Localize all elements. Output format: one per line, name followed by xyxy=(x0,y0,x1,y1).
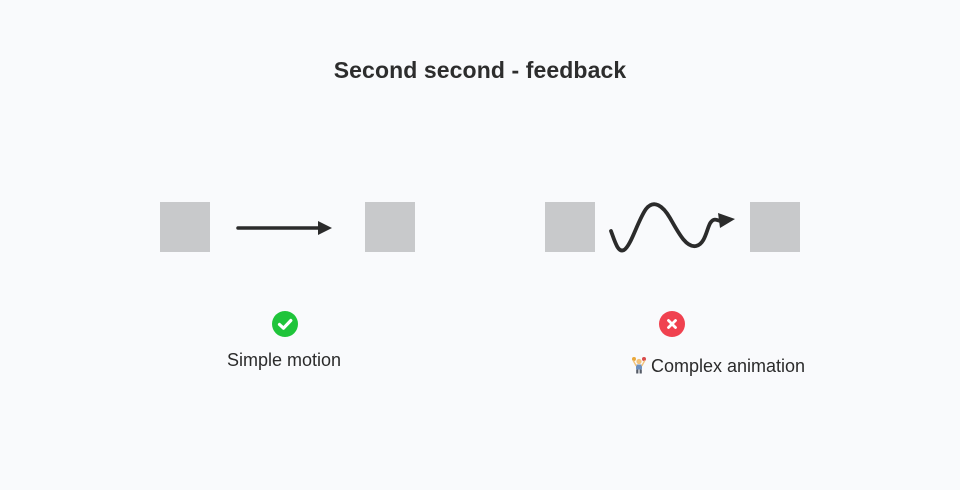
end-box-simple xyxy=(365,202,415,252)
start-box-simple xyxy=(160,202,210,252)
page-title: Second second - feedback xyxy=(333,57,627,83)
end-box-complex xyxy=(750,202,800,252)
juggling-person-icon xyxy=(632,357,646,374)
complex-animation-caption-text: Complex animation xyxy=(651,356,806,376)
simple-motion-caption: Simple motion xyxy=(227,350,342,370)
straight-arrow xyxy=(236,221,332,235)
wavy-arrow xyxy=(609,202,735,253)
start-box-complex xyxy=(545,202,595,252)
complex-animation-caption: Complex animation xyxy=(631,356,805,377)
cross-icon xyxy=(659,311,685,337)
check-icon xyxy=(272,311,298,337)
